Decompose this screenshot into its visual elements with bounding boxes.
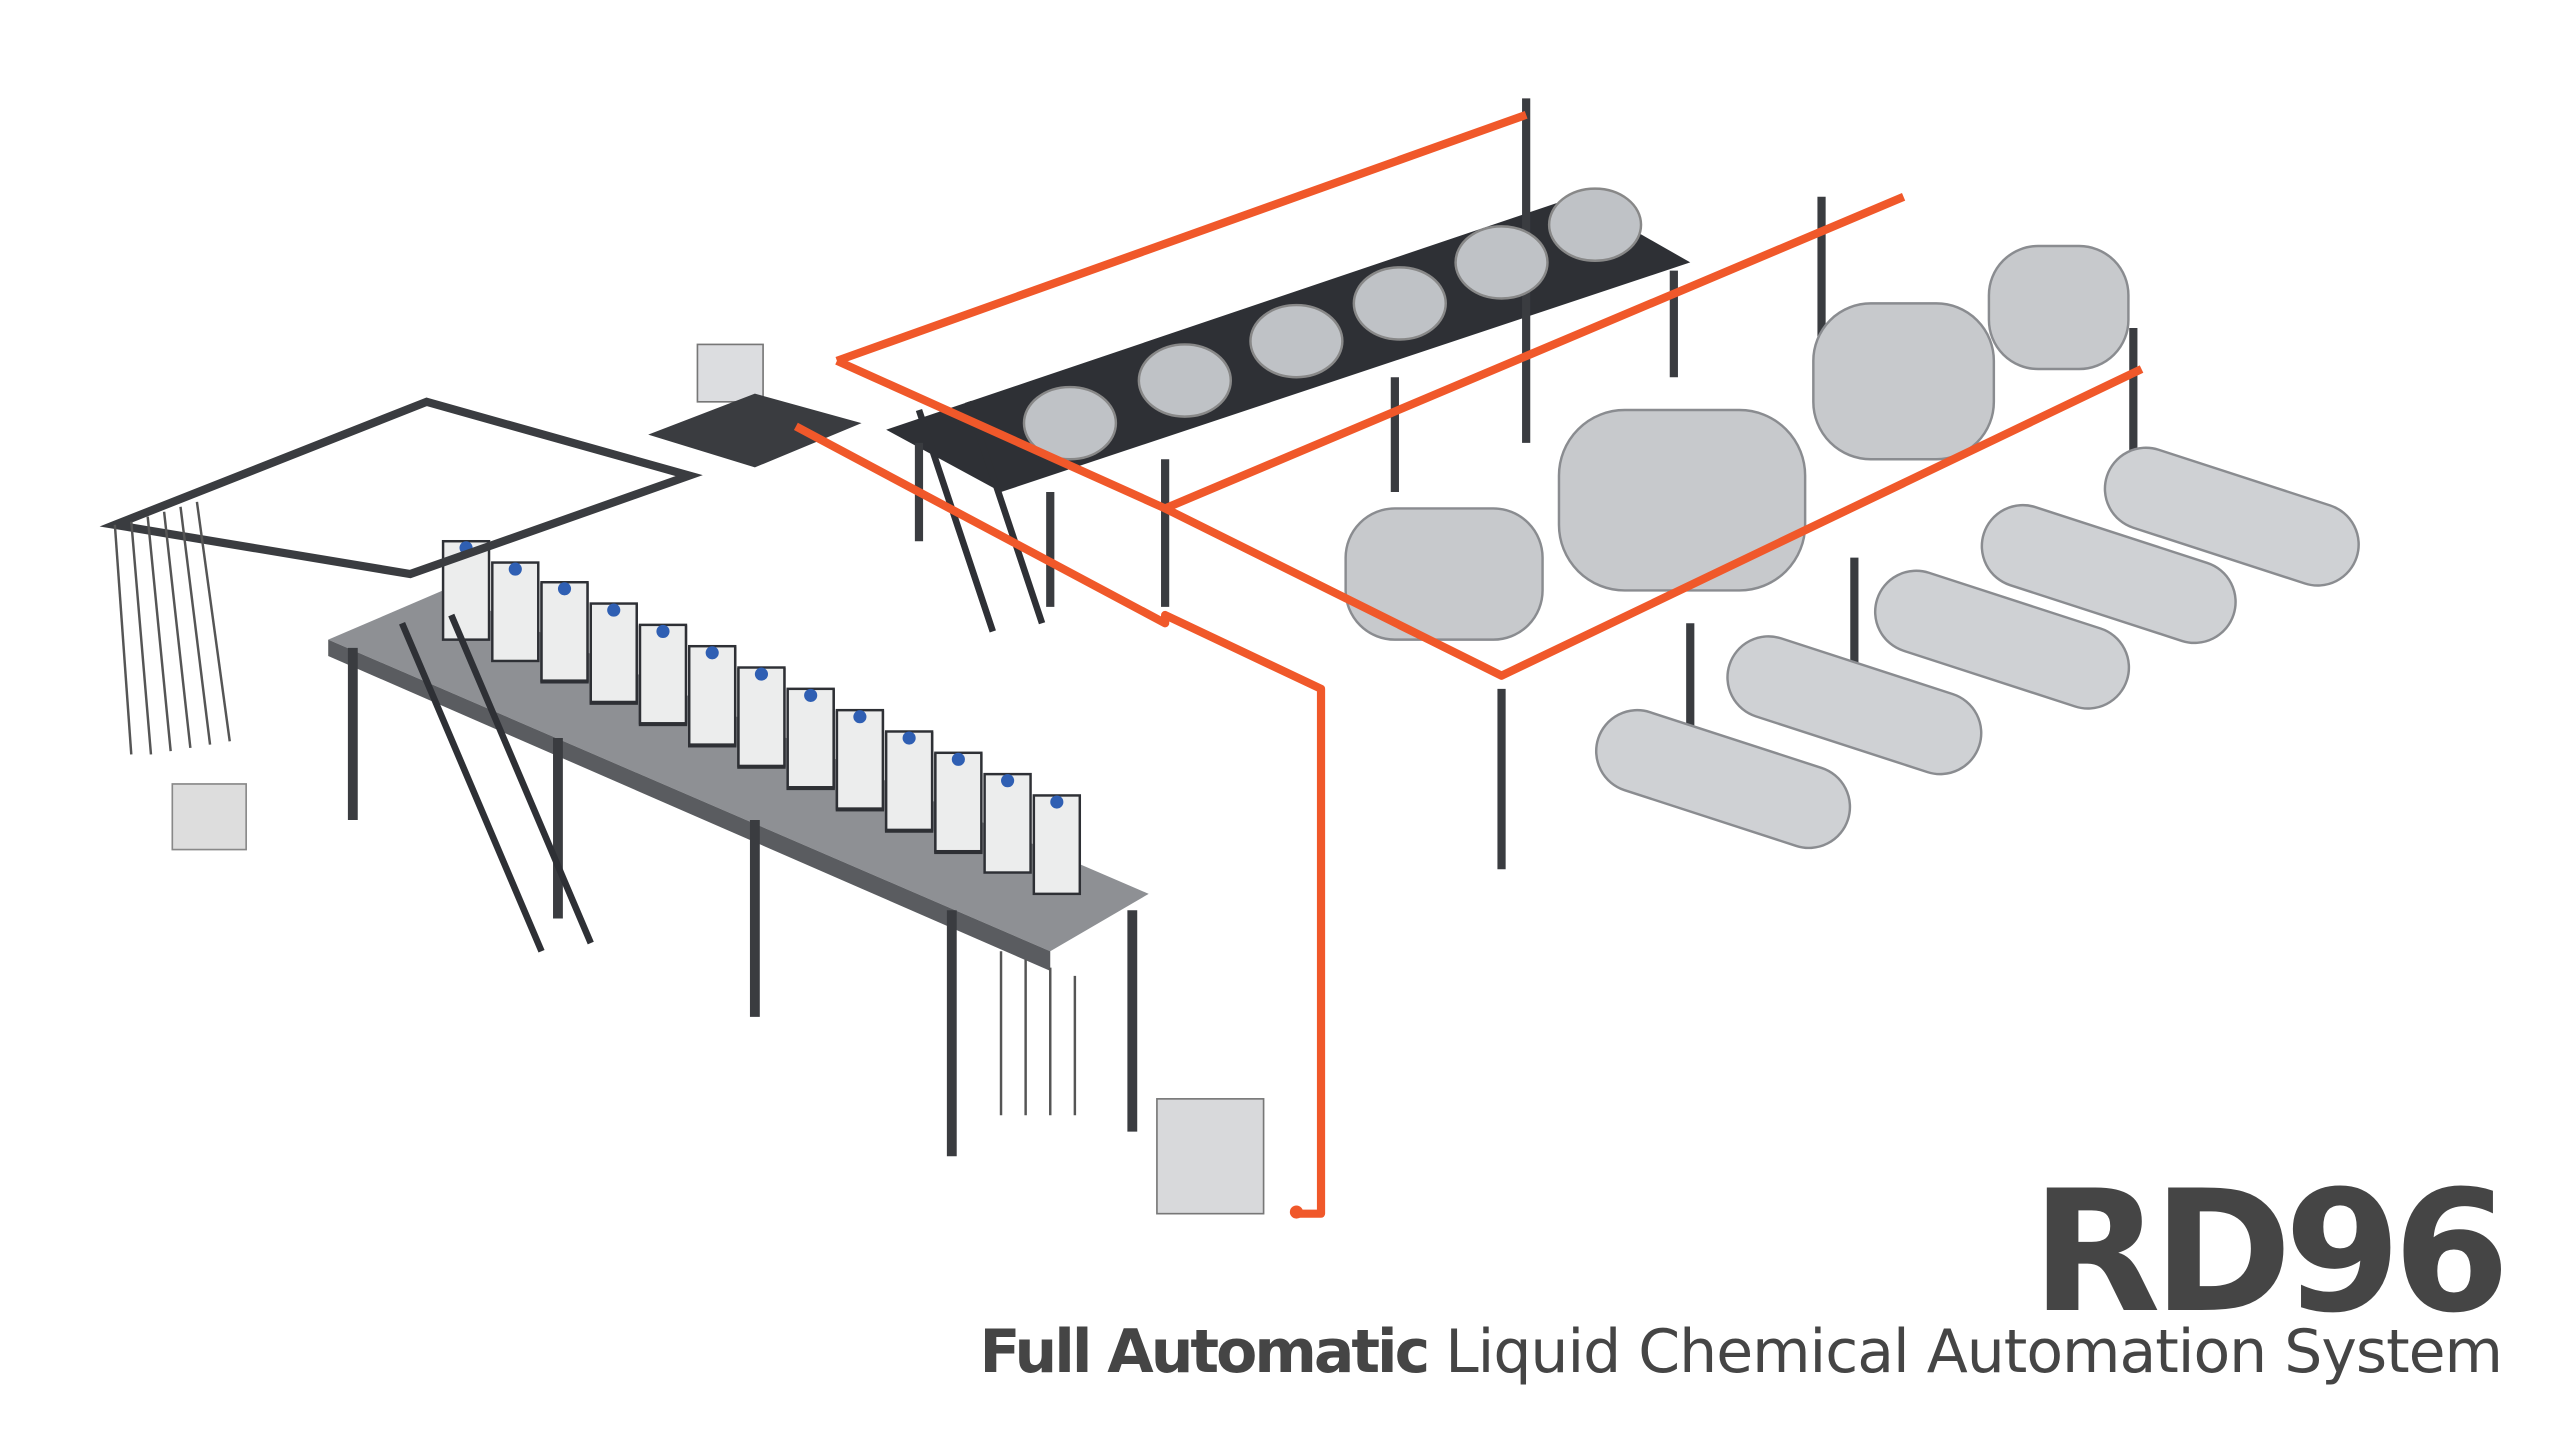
ibc-tank [540,581,589,682]
ibc-tank [737,666,786,768]
subtitle-bold: Full Automatic [979,1317,1431,1387]
dosing-panel [696,343,764,403]
kitchen-tanks [1022,187,1643,461]
vertical-pipes [113,501,1077,1116]
subtitle-regular: Liquid Chemical Automation System [1445,1317,2503,1387]
tank-cap [902,731,916,745]
tank-cap [656,624,670,638]
ibc-tank [1032,794,1082,896]
tank-cap [853,710,867,724]
ibc-tank [934,751,983,853]
mixing-platform [648,393,862,468]
tank-cap [508,562,522,576]
ibc-container [171,783,247,851]
tank-cap [951,752,965,766]
tank-cap [804,688,818,702]
dyeing-machines [1344,244,2130,641]
tank-cap [1050,795,1064,809]
ibc-tank [638,623,688,725]
tank-cap [754,667,768,681]
ibc-tank [786,687,835,789]
ibc-tank [491,561,540,663]
ibc-tank [589,602,638,704]
stairs [399,400,1046,953]
ibc-tank [983,772,1032,874]
ibc-tank [688,644,737,746]
ibc-tank [835,708,885,810]
ibc-tank [884,730,934,832]
pipe-endpoint [1289,1205,1303,1219]
product-model: RD96 [2031,1154,2510,1350]
ibc-tank-grid [441,540,1082,896]
product-subtitle: Full Automatic Liquid Chemical Automatio… [980,1322,2503,1382]
tank-cap [1001,774,1015,788]
tank-cap [557,582,572,596]
pipe-rack [99,397,703,579]
orange-pipes [793,110,2144,1218]
storage-platform-edge [328,639,1051,971]
platform-legs [347,647,1138,1157]
dosing-unit [1156,1098,1265,1215]
tank-cap [607,603,621,617]
tank-cap [705,646,719,660]
storage-platform [328,590,1149,952]
jet-machines [1594,446,2360,850]
